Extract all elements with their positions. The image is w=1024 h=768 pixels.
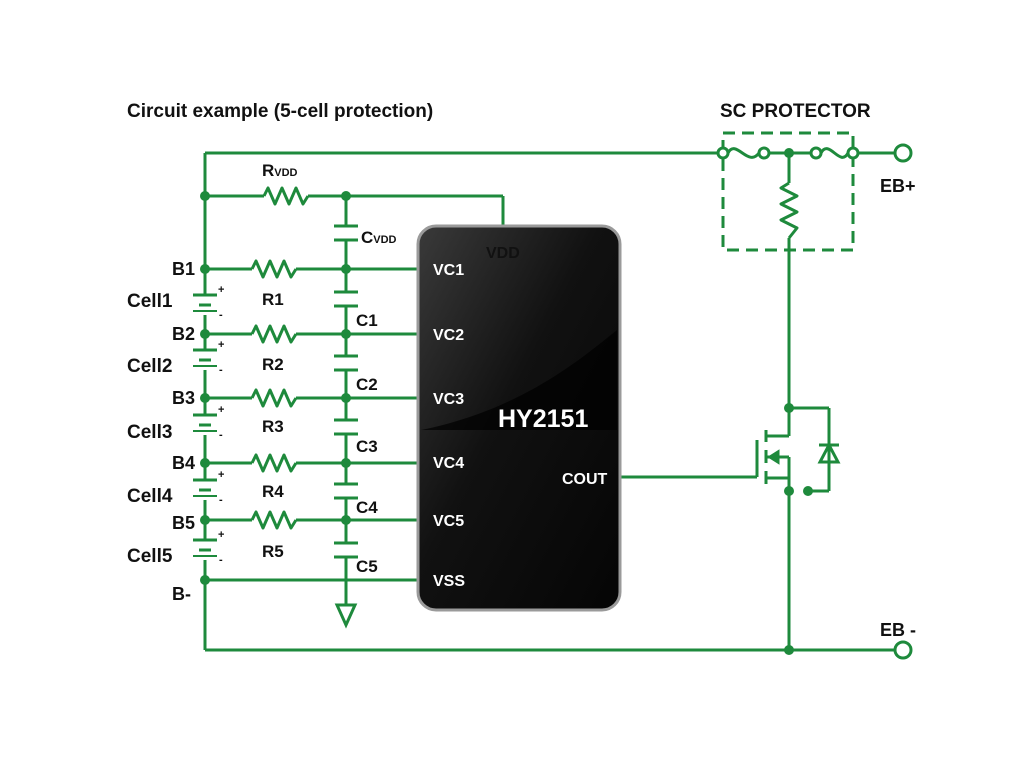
junction-dots — [200, 148, 813, 655]
r5-label: R5 — [262, 542, 284, 561]
capacitor-cvdd — [334, 224, 358, 242]
r4-label: R4 — [262, 482, 284, 501]
resistor-r1 — [250, 259, 298, 279]
battery-cell5-icon — [193, 538, 217, 557]
pin-vc5: VC5 — [433, 513, 464, 530]
cell1-label: Cell1 — [127, 291, 173, 312]
pin-vc2: VC2 — [433, 327, 464, 344]
resistor-r4 — [250, 453, 298, 473]
fuse-right-icon — [809, 146, 860, 160]
pin-cout: COUT — [562, 471, 608, 488]
svg-text:-: - — [219, 309, 223, 321]
resistor-r3 — [250, 388, 298, 408]
pin-vc4: VC4 — [433, 455, 464, 472]
svg-text:-: - — [219, 364, 223, 376]
c2-label: C2 — [356, 375, 378, 394]
node-b3-label: B3 — [172, 388, 195, 408]
chip-shading — [421, 330, 617, 430]
terminal-eb-minus-icon — [893, 640, 913, 660]
cell4-label: Cell4 — [127, 486, 173, 507]
node-b5-label: B5 — [172, 513, 195, 533]
battery-cell4-icon — [193, 478, 217, 497]
sc-protector-box — [721, 131, 855, 252]
c3-label: C3 — [356, 437, 378, 456]
fuses — [716, 146, 860, 160]
terminal-eb-minus-label: EB - — [880, 620, 916, 640]
resistors — [250, 181, 799, 530]
svg-text:+: + — [218, 469, 224, 481]
pin-vc1: VC1 — [433, 262, 464, 279]
battery-polarity-marks: + - + - + - + - + - — [218, 284, 224, 566]
node-b1-label: B1 — [172, 259, 195, 279]
r2-label: R2 — [262, 355, 284, 374]
batteries — [193, 293, 217, 557]
terminals — [893, 143, 913, 660]
svg-text:+: + — [218, 529, 224, 541]
battery-cell3-icon — [193, 413, 217, 432]
terminal-eb-plus-label: EB+ — [880, 176, 916, 196]
node-bminus-label: B- — [172, 584, 191, 604]
rvdd-label: RVDD — [262, 161, 298, 180]
svg-text:-: - — [219, 429, 223, 441]
wires — [203, 151, 895, 652]
diagram-title: Circuit example (5-cell protection) — [127, 101, 433, 122]
svg-text:-: - — [219, 494, 223, 506]
mosfet-icon — [755, 406, 841, 493]
resistor-r5 — [250, 510, 298, 530]
cell3-label: Cell3 — [127, 422, 172, 443]
capacitor-c5 — [334, 541, 358, 559]
resistor-rvdd — [262, 186, 310, 206]
capacitor-c2 — [334, 354, 358, 372]
chip-name: HY2151 — [498, 405, 588, 433]
ground-icon — [334, 603, 358, 629]
capacitor-c4 — [334, 482, 358, 500]
pin-vc3: VC3 — [433, 391, 464, 408]
sc-protector-label: SC PROTECTOR — [720, 101, 871, 122]
pin-vss: VSS — [433, 573, 465, 590]
c1-label: C1 — [356, 311, 378, 330]
r1-label: R1 — [262, 290, 284, 309]
c4-label: C4 — [356, 498, 378, 517]
fuse-left-icon — [716, 146, 816, 160]
node-b4-label: B4 — [172, 453, 195, 473]
cell2-label: Cell2 — [127, 356, 172, 377]
battery-cell1-icon — [193, 293, 217, 312]
cvdd-label: CVDD — [361, 228, 397, 247]
svg-text:+: + — [218, 339, 224, 351]
resistor-sc-protector — [779, 181, 799, 239]
resistor-r2 — [250, 324, 298, 344]
terminal-eb-plus-icon — [893, 143, 913, 163]
node-b2-label: B2 — [172, 324, 195, 344]
pin-vdd: VDD — [486, 245, 520, 262]
svg-text:+: + — [218, 284, 224, 296]
capacitor-c3 — [334, 418, 358, 436]
svg-text:+: + — [218, 404, 224, 416]
r3-label: R3 — [262, 417, 284, 436]
cell5-label: Cell5 — [127, 546, 173, 567]
c5-label: C5 — [356, 557, 378, 576]
capacitor-c1 — [334, 290, 358, 308]
battery-cell2-icon — [193, 348, 217, 367]
capacitors — [334, 224, 358, 559]
svg-text:-: - — [219, 554, 223, 566]
